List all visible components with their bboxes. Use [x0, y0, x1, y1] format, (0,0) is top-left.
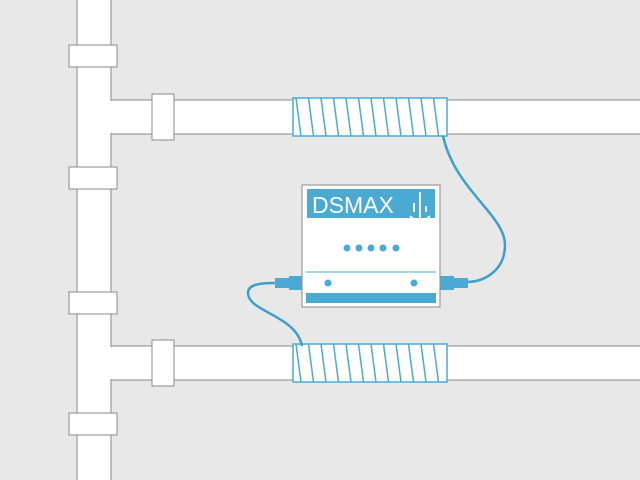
- coil-turn: [395, 97, 402, 137]
- indicator-light: [343, 244, 351, 252]
- coil-turn: [382, 97, 390, 137]
- coil-turn: [320, 97, 327, 137]
- input-cable: [246, 281, 304, 347]
- coil-turn: [432, 97, 440, 137]
- pipe-collar: [151, 93, 175, 141]
- signal-waves-icon: [409, 192, 431, 226]
- status-dot: [410, 279, 418, 287]
- coil-turn: [295, 97, 302, 137]
- pipe-clamp: [68, 166, 118, 190]
- coil-turn: [307, 97, 315, 137]
- pipe-clamp: [68, 291, 118, 315]
- indicator-lights: [343, 244, 400, 252]
- coil-turn: [357, 343, 365, 383]
- pipe-clamp: [68, 44, 118, 68]
- coil-turn: [370, 343, 377, 383]
- coil-turn: [370, 97, 377, 137]
- pipe-collar: [151, 339, 175, 387]
- coil-turn: [345, 343, 352, 383]
- left-cable-connector: [275, 276, 302, 290]
- status-dot: [324, 279, 332, 287]
- coil-turn: [345, 97, 352, 137]
- device-brand-label: DSMAX: [312, 192, 394, 218]
- coil-turn: [407, 343, 415, 383]
- pipe-clamp: [68, 412, 118, 436]
- coil-turn: [307, 343, 315, 383]
- vertical-pipe: [76, 0, 112, 480]
- indicator-light: [379, 244, 387, 252]
- upper-coil-winding: [292, 97, 448, 137]
- coil-turn: [332, 343, 340, 383]
- indicator-light: [367, 244, 375, 252]
- output-cable: [441, 135, 507, 284]
- device-footer-band: [306, 293, 436, 303]
- coil-turn: [295, 343, 302, 383]
- indicator-light: [392, 244, 400, 252]
- coil-turn: [420, 343, 427, 383]
- coil-turn: [407, 97, 415, 137]
- lower-coil-winding: [292, 343, 448, 383]
- indicator-light: [355, 244, 363, 252]
- coil-turn: [382, 343, 390, 383]
- coil-turn: [332, 97, 340, 137]
- right-cable-connector: [440, 276, 468, 290]
- coil-turn: [432, 343, 440, 383]
- coil-turn: [320, 343, 327, 383]
- coil-turn: [357, 97, 365, 137]
- dsmax-device: DSMAX: [301, 184, 441, 308]
- coil-turn: [420, 97, 427, 137]
- coil-turn: [395, 343, 402, 383]
